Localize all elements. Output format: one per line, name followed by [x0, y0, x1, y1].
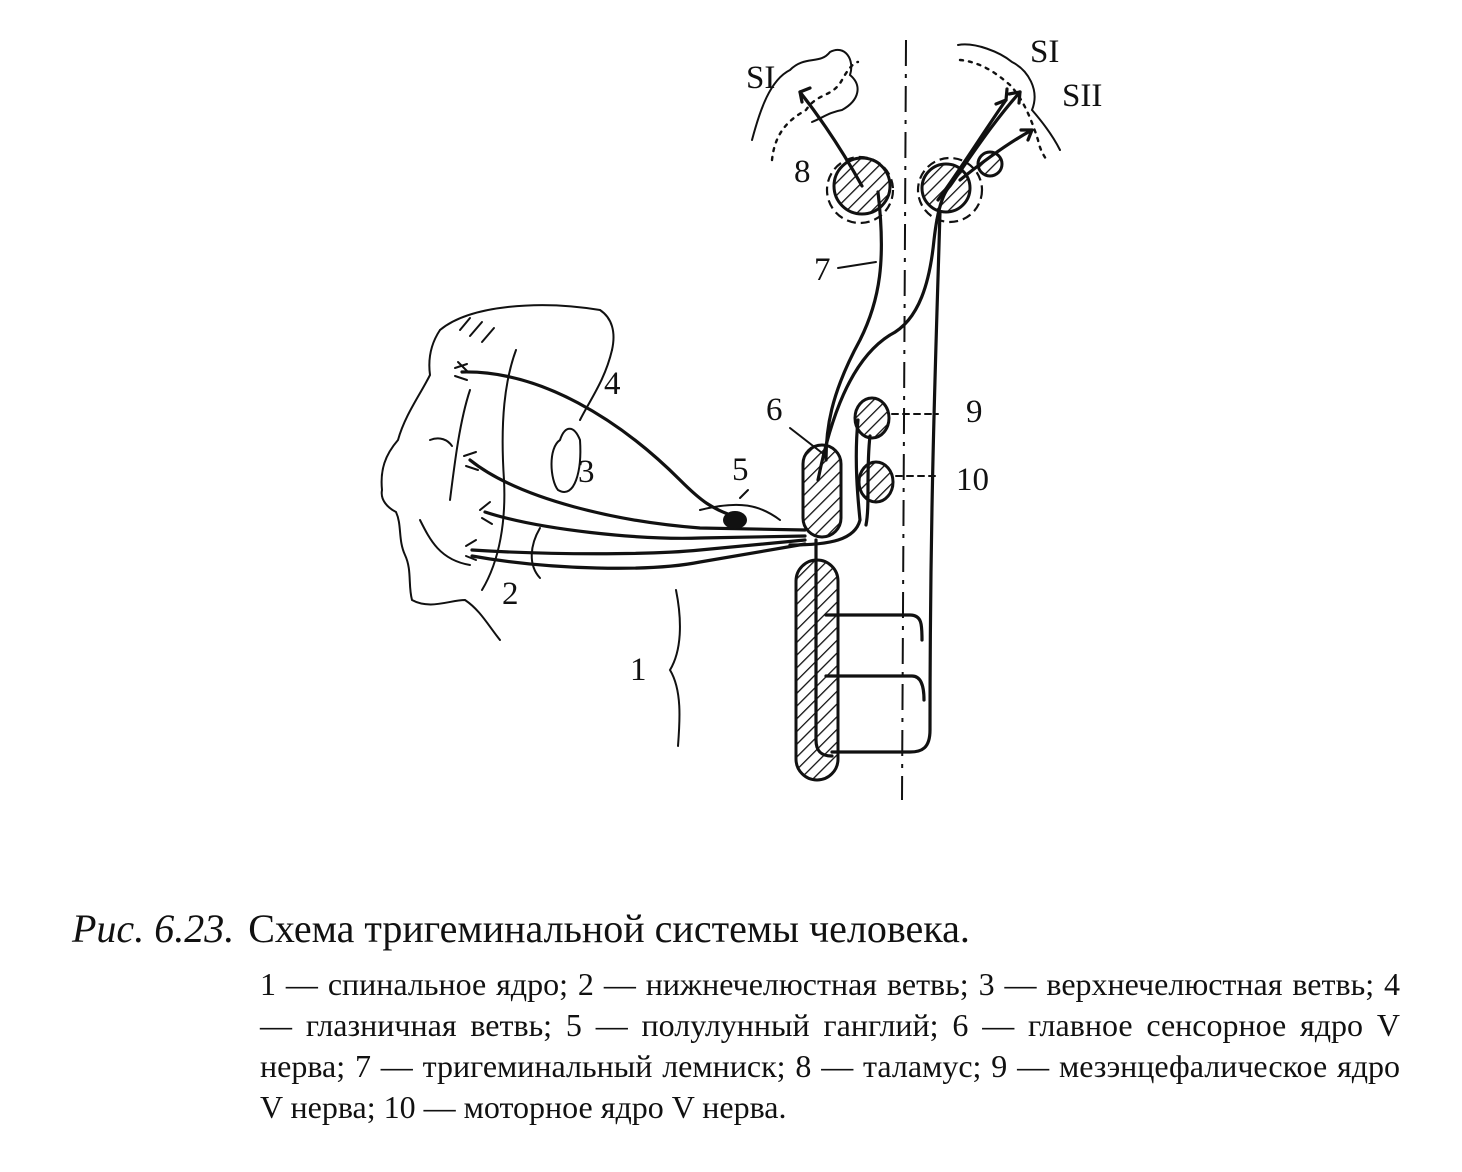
label-7: 7 [814, 252, 831, 288]
peripheral-branches [454, 361, 807, 579]
semilunar-ganglion [699, 489, 781, 529]
caption-title: Схема тригеминальной системы человека. [248, 906, 970, 951]
label-9: 9 [966, 394, 983, 430]
leader-6 [789, 427, 827, 457]
caption-title-line: Рис. 6.23. Схема тригеминальной системы ч… [72, 900, 1402, 958]
label-5: 5 [732, 452, 749, 488]
bracket-1 [668, 589, 681, 747]
trigeminal-system-diagram: SI SI SII 8 7 4 6 9 3 5 10 2 1 [380, 34, 1102, 801]
mesencephalic-motor-fibers [788, 418, 872, 547]
ascending-pathways [798, 86, 1034, 754]
midline [901, 39, 907, 801]
label-4: 4 [604, 366, 621, 402]
mesencephalic-nucleus [853, 396, 891, 440]
left-cortex-outline [751, 49, 860, 162]
label-sii: SII [1062, 78, 1102, 114]
label-8: 8 [794, 154, 811, 190]
thalamus-left [825, 155, 895, 225]
figure-caption: Рис. 6.23. Схема тригеминальной системы ч… [72, 900, 1402, 1128]
figure-number: Рис. 6.23. [72, 906, 235, 951]
label-2: 2 [502, 576, 519, 612]
label-1: 1 [630, 652, 647, 688]
thalamus-right [916, 150, 1004, 224]
label-6: 6 [766, 392, 783, 428]
motor-nucleus [857, 460, 895, 504]
leader-7 [837, 261, 877, 269]
label-si-left: SI [746, 60, 775, 96]
spinal-collaterals [814, 538, 926, 758]
label-3: 3 [578, 454, 595, 490]
label-si-right: SI [1030, 34, 1059, 70]
main-sensory-nucleus [801, 443, 843, 539]
caption-legend: 1 — спинальное ядро; 2 — нижнечелюстная … [260, 966, 1400, 1125]
label-10: 10 [956, 462, 989, 498]
right-cortex-outline [957, 43, 1061, 164]
